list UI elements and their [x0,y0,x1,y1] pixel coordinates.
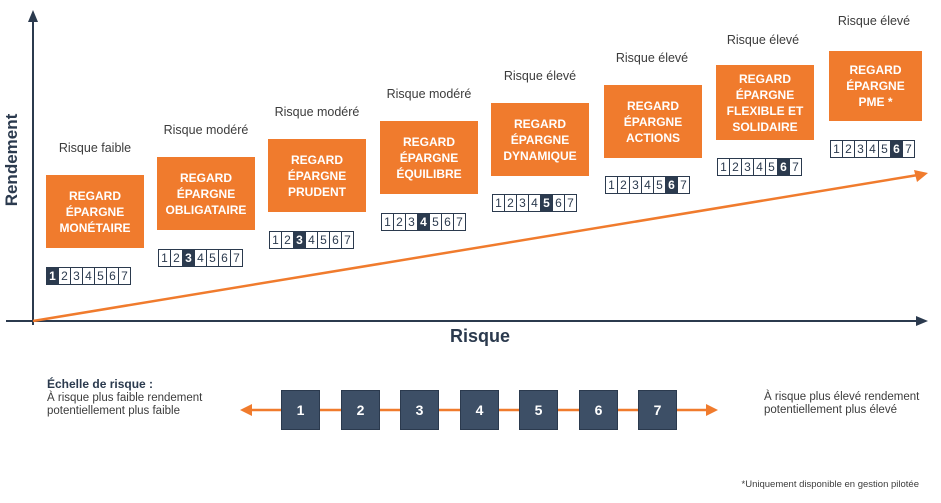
fund-box: REGARD ÉPARGNE PRUDENT [268,139,366,212]
fund-box: REGARD ÉPARGNE FLEXIBLE ET SOLIDAIRE [716,65,814,140]
scale-cell: 7 [453,213,466,231]
scale-cell: 1 [46,267,59,285]
risk-label: Risque modéré [163,123,249,137]
y-axis-label: Rendement [2,113,21,207]
legend-level-6: 6 [579,390,618,430]
risk-label: Risque modéré [386,87,472,101]
risk-label: Risque élevé [615,51,689,65]
scale-cell: 4 [753,158,766,176]
fund-box: REGARD ÉPARGNE MONÉTAIRE [46,175,144,248]
fund-box: REGARD ÉPARGNE OBLIGATAIRE [157,157,255,230]
scale-cell: 3 [741,158,754,176]
legend-level-1: 1 [281,390,320,430]
fund-box: REGARD ÉPARGNE ACTIONS [604,85,702,158]
fund-box: REGARD ÉPARGNE PME * [829,51,922,121]
risk-label: Risque modéré [274,105,360,119]
legend-level-3: 3 [400,390,439,430]
scale-cell: 7 [677,176,690,194]
scale-cell: 7 [902,140,915,158]
legend-title: Échelle de risque : [47,377,154,391]
scale-cell: 7 [341,231,354,249]
risk-label: Risque faible [58,141,132,155]
legend-right-text: À risque plus élevé rendement potentiell… [764,391,920,416]
fund-box: REGARD ÉPARGNE DYNAMIQUE [491,103,589,176]
scale-cell: 7 [564,194,577,212]
x-axis-label: Risque [449,326,510,346]
scale-cell: 4 [417,213,430,231]
legend-level-5: 5 [519,390,558,430]
risk-label: Risque élevé [503,69,577,83]
legend-level-4: 4 [460,390,499,430]
risk-label: Risque élevé [837,14,911,28]
fund-box: REGARD ÉPARGNE ÉQUILIBRE [380,121,478,194]
scale-cell: 7 [789,158,802,176]
footnote: *Uniquement disponible en gestion piloté… [741,479,919,490]
legend-level-7: 7 [638,390,677,430]
scale-cell: 7 [118,267,131,285]
legend-level-2: 2 [341,390,380,430]
scale-cell: 5 [878,140,891,158]
legend-left-text: À risque plus faible rendement potentiel… [47,392,203,417]
risk-label: Risque élevé [726,33,800,47]
scale-cell: 7 [230,249,243,267]
scale-cell: 4 [194,249,207,267]
